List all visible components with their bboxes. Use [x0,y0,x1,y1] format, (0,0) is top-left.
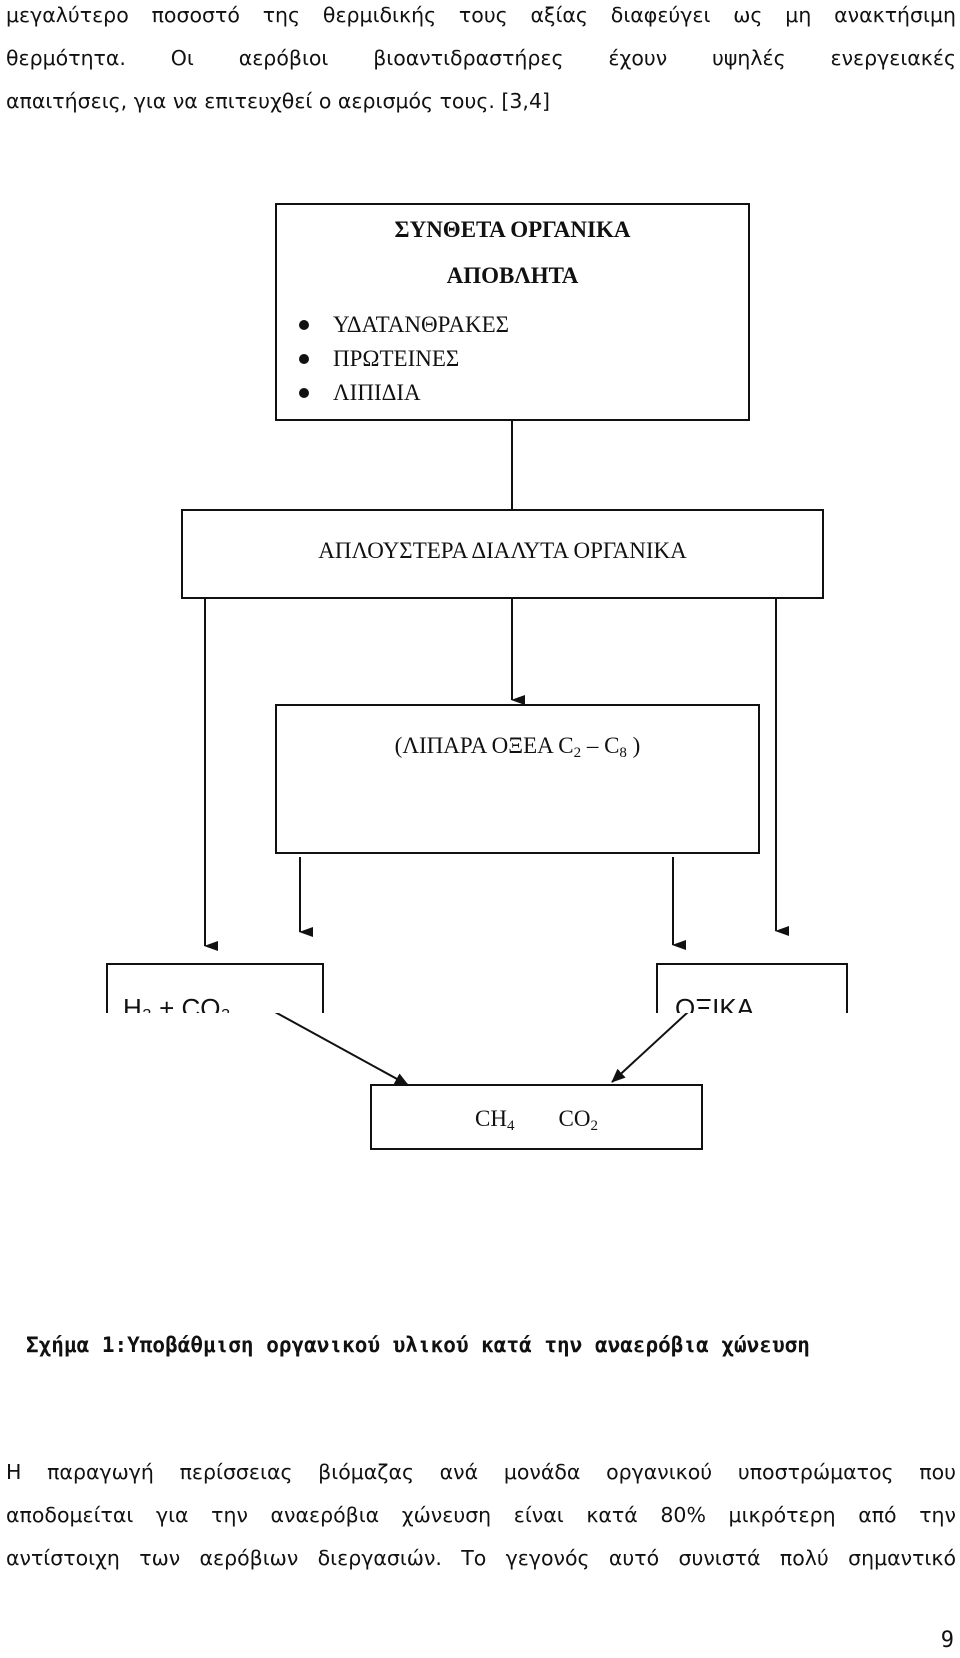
bottom-paragraph: Η παραγωγή περίσσειας βιόμαζας ανά μονάδ… [6,1451,956,1580]
box-simpler-soluble-organics: ΑΠΛΟΥΣΤΕΡΑ ΔΙΑΛΥΤΑ ΟΡΓΑΝΙΚΑ [181,509,824,599]
arrow-box5-to-box6 [611,1011,689,1083]
box-fatty-acids: (ΛΙΠΑΡΑ ΟΞΕΑ C2 – C8 ) [275,704,760,854]
arrow-box4-to-box6 [274,1011,409,1086]
box-label: H₂ + CO₂ [123,993,231,1013]
box-hydrogen-co2: H₂ + CO₂ [106,963,324,1013]
figure-caption: Σχήμα 1:Υποβάθμιση οργανικού υλικού κατά… [26,1333,810,1357]
page-number: 9 [940,1628,954,1653]
text-line: μεγαλύτερο ποσοστό της θερμιδικής τους α… [6,3,956,27]
top-paragraph: μεγαλύτερο ποσοστό της θερμιδικής τους α… [6,0,956,123]
text-line: Η παραγωγή περίσσειας βιόμαζας ανά μονάδ… [6,1460,956,1484]
text-line: θερμότητα. Οι αερόβιοι βιοαντιδραστήρες … [6,46,956,70]
bullet-icon [299,388,309,398]
box-acetic: ΟΞΙΚΑ [656,963,848,1013]
box-label: ΑΠΛΟΥΣΤΕΡΑ ΔΙΑΛΥΤΑ ΟΡΓΑΝΙΚΑ [318,538,687,563]
text-line: απαιτήσεις, για να επιτευχθεί ο αερισμός… [6,89,550,113]
component-list: ΥΔΑΤΑΝΘΡΑΚΕΣ ΠΡΩΤΕΙΝΕΣ ΛΙΠΙΔΙΑ [295,308,509,410]
diagram-arrows [204,421,789,1086]
box-complex-organic-waste: ΣΥΝΘΕΤΑ ΟΡΓΑΝΙΚΑ ΑΠΟΒΛΗΤΑ ΥΔΑΤΑΝΘΡΑΚΕΣ Π… [275,203,750,421]
text-line: αντίστοιχη των αερόβιων διεργασιών. Το γ… [6,1546,956,1570]
bullet-icon [299,354,309,364]
list-item: ΥΔΑΤΑΝΘΡΑΚΕΣ [295,308,509,342]
list-item: ΛΙΠΙΔΙΑ [295,376,509,410]
box-label: (ΛΙΠΑΡΑ ΟΞΕΑ C2 – C8 ) [394,733,641,761]
list-item: ΠΡΩΤΕΙΝΕΣ [295,342,509,376]
box-label: ΟΞΙΚΑ [675,993,755,1013]
box-title-line2: ΑΠΟΒΛΗΤΑ [446,263,579,288]
text-line: αποδομείται για την αναερόβια χώνευση εί… [6,1503,956,1527]
bullet-icon [299,320,309,330]
box-title-line1: ΣΥΝΘΕΤΑ ΟΡΓΑΝΙΚΑ [394,217,631,242]
